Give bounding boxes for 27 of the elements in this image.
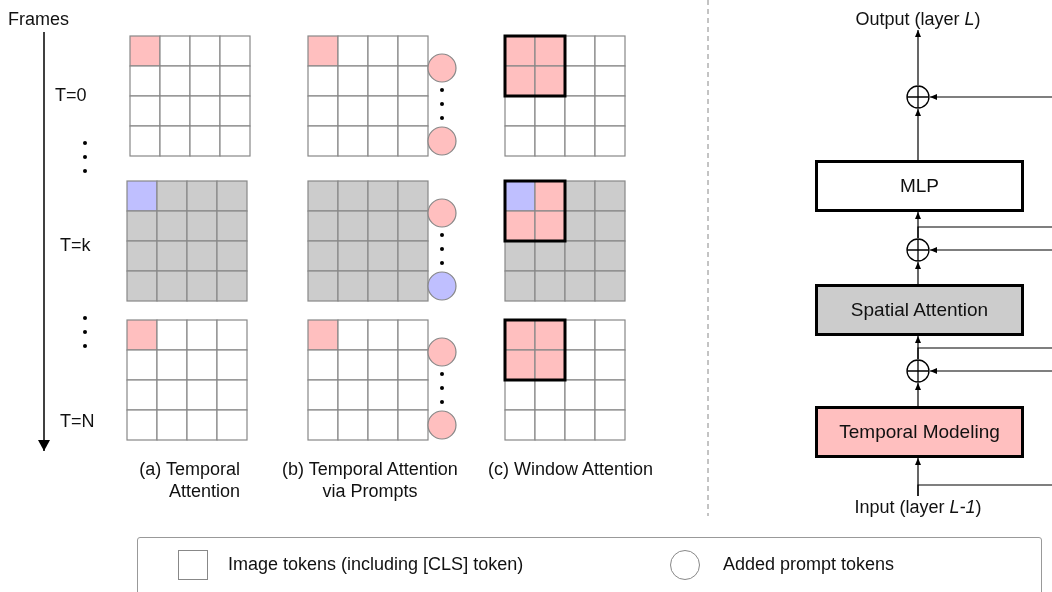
sum-operator-circle xyxy=(906,238,930,262)
connector-line xyxy=(917,484,1052,497)
axis-label: Frames xyxy=(8,8,70,30)
arrow xyxy=(929,247,1052,253)
process-box: MLP xyxy=(815,160,1024,212)
sum-operator-circle xyxy=(906,359,930,383)
frame-label: T=N xyxy=(60,410,96,432)
caption: (c) Window Attention xyxy=(488,458,655,480)
frame-label: T=k xyxy=(60,234,92,256)
arrow xyxy=(915,382,921,407)
arrow xyxy=(929,368,1052,374)
process-box: Temporal Modeling xyxy=(815,406,1024,458)
legend-text: Image tokens (including [CLS] token) xyxy=(228,553,524,575)
caption: (b) Temporal Attention via Prompts xyxy=(282,458,458,502)
connector-line xyxy=(917,347,1052,360)
frame-label: T=0 xyxy=(55,84,88,106)
caption: (a) Temporal Attention xyxy=(138,458,240,502)
io-label: Output (layer L) xyxy=(838,8,998,30)
arrow xyxy=(915,261,921,285)
legend-text: Added prompt tokens xyxy=(723,553,895,575)
arrow xyxy=(929,94,1052,100)
io-label: Input (layer L-1) xyxy=(833,496,1003,518)
connector-line xyxy=(917,226,1052,239)
arrow xyxy=(915,108,921,161)
arrow xyxy=(915,29,921,86)
process-box: Spatial Attention xyxy=(815,284,1024,336)
sum-operator-circle xyxy=(906,85,930,109)
